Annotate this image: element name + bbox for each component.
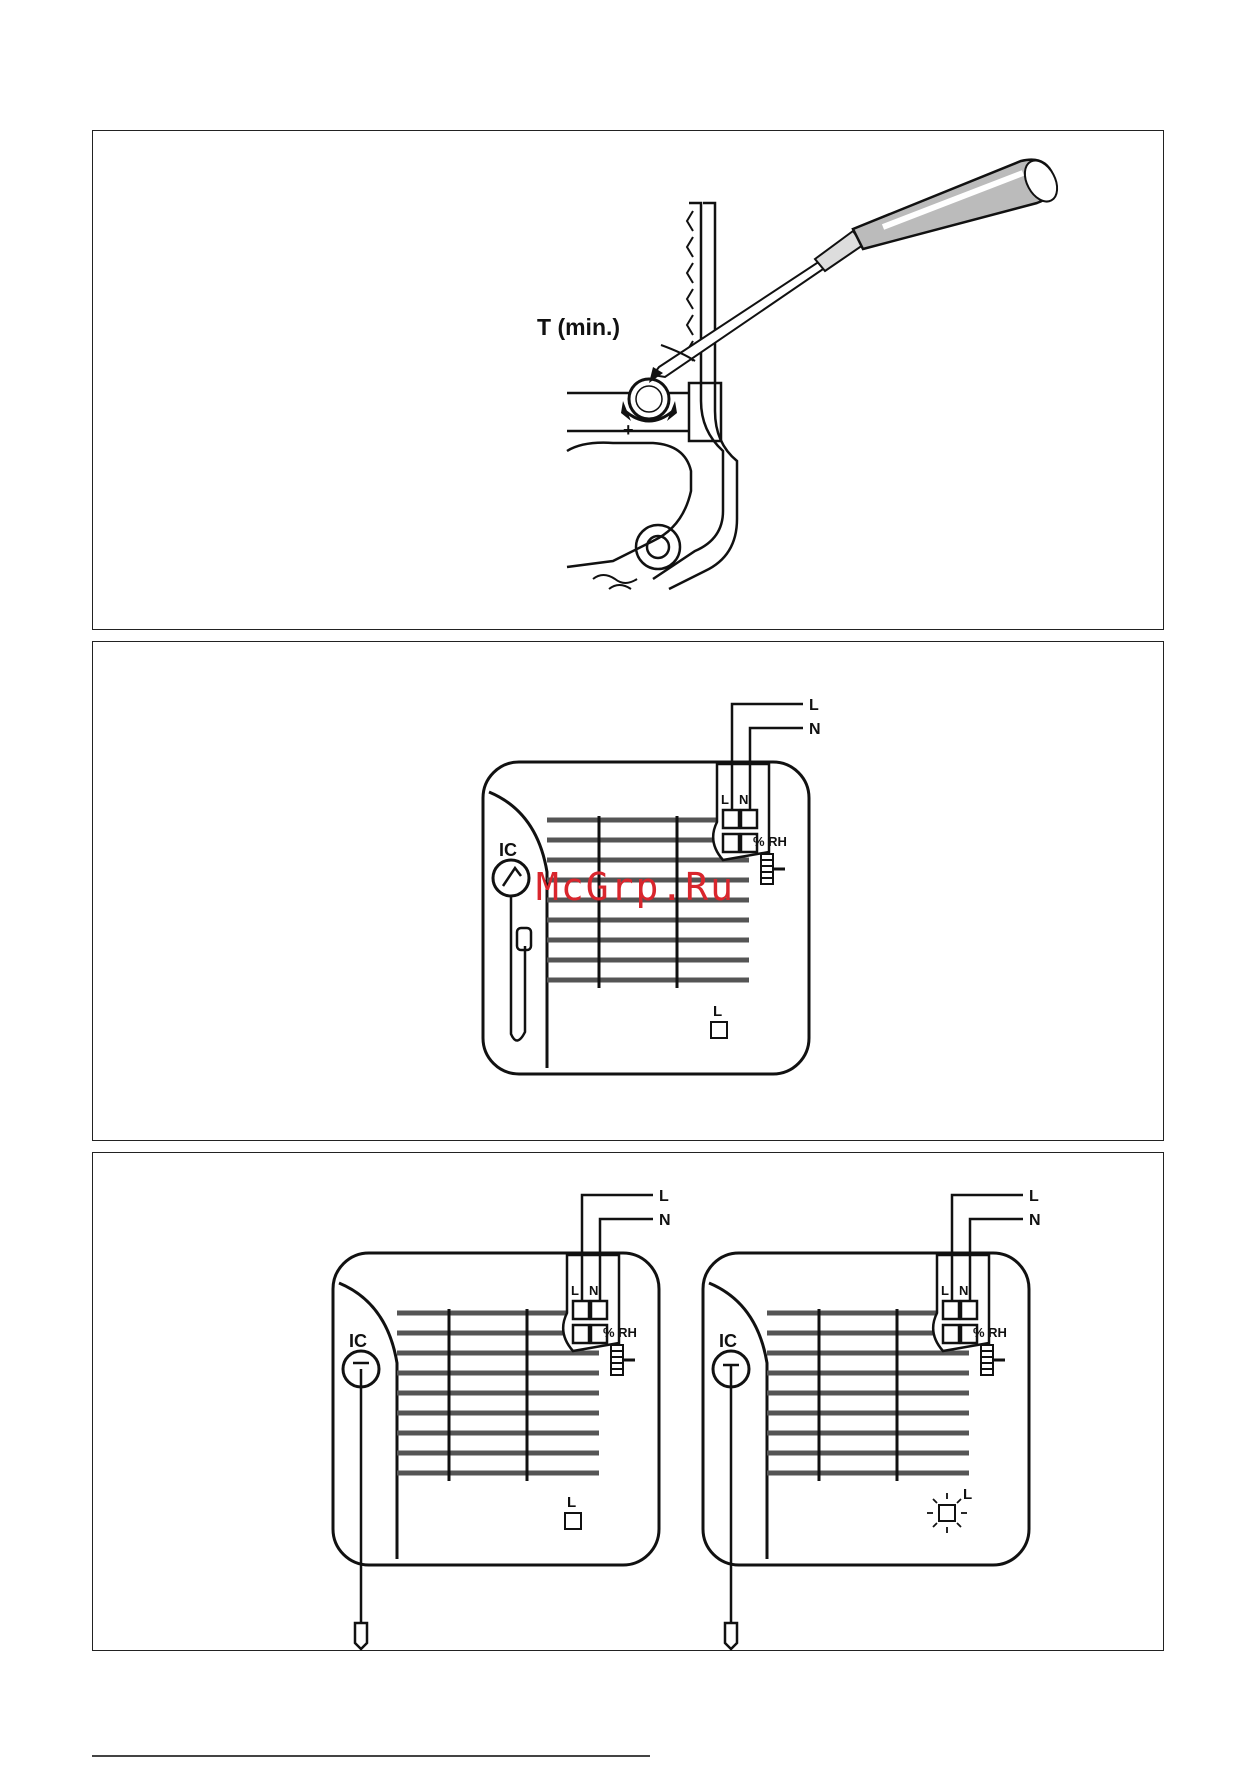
- left-rh-label: % RH: [603, 1325, 637, 1340]
- heater-right: L N L N IC % RH L: [703, 1188, 1041, 1649]
- left-rh-regulator-knob[interactable]: [611, 1345, 635, 1375]
- right-rh-label: % RH: [973, 1325, 1007, 1340]
- left-indicator-label: L: [567, 1494, 576, 1511]
- right-rh-regulator-knob[interactable]: [981, 1345, 1005, 1375]
- t-min-label: T (min.): [537, 314, 620, 340]
- right-ic-switch[interactable]: [713, 1351, 749, 1387]
- right-indicator-lamp-lit: [927, 1493, 967, 1533]
- indicator-label: L: [713, 1003, 722, 1020]
- left-ic-switch[interactable]: [343, 1351, 379, 1387]
- terminal-l-label: L: [721, 792, 729, 807]
- indicator-lamp: [711, 1022, 727, 1038]
- right-terminal-n-label: N: [959, 1283, 968, 1298]
- left-wire-n-label: N: [659, 1212, 671, 1229]
- heater-diagram-pair: L N L N IC % RH L: [93, 1153, 1165, 1652]
- left-terminal-l-label: L: [571, 1283, 579, 1298]
- rh-regulator-knob[interactable]: [761, 854, 785, 884]
- panel-thermostat-adjust: T (min.) + –: [92, 130, 1164, 630]
- right-ic-cord: [725, 1387, 737, 1649]
- terminal-n-label: N: [739, 792, 748, 807]
- footer-rule: [92, 1755, 650, 1757]
- plus-sign: +: [623, 420, 634, 440]
- screwdriver-icon: [649, 155, 1064, 383]
- left-wire-l-label: L: [659, 1188, 669, 1205]
- panel-wiring-pair: L N L N IC % RH L: [92, 1152, 1164, 1651]
- rh-label: % RH: [753, 834, 787, 849]
- heater-left: L N L N IC % RH L: [333, 1188, 671, 1649]
- left-indicator-lamp: [565, 1513, 581, 1529]
- right-ic-label: IC: [719, 1331, 737, 1351]
- minus-sign: –: [667, 420, 677, 440]
- left-terminal-n-label: N: [589, 1283, 598, 1298]
- right-wire-l-label: L: [1029, 1188, 1039, 1205]
- wire-n-label: N: [809, 721, 821, 738]
- thermostat-knob[interactable]: [621, 379, 677, 421]
- wire-l-label: L: [809, 697, 819, 714]
- right-terminal-l-label: L: [941, 1283, 949, 1298]
- screwdriver-diagram: T (min.) + –: [93, 131, 1165, 631]
- watermark-text: McGrp.Ru: [536, 865, 735, 909]
- ic-cord: [511, 896, 531, 1041]
- left-ic-cord: [355, 1387, 367, 1649]
- right-wire-n-label: N: [1029, 1212, 1041, 1229]
- ic-switch[interactable]: [493, 860, 529, 896]
- ic-label: IC: [499, 840, 517, 860]
- left-ic-label: IC: [349, 1331, 367, 1351]
- right-indicator-label: L: [963, 1486, 972, 1503]
